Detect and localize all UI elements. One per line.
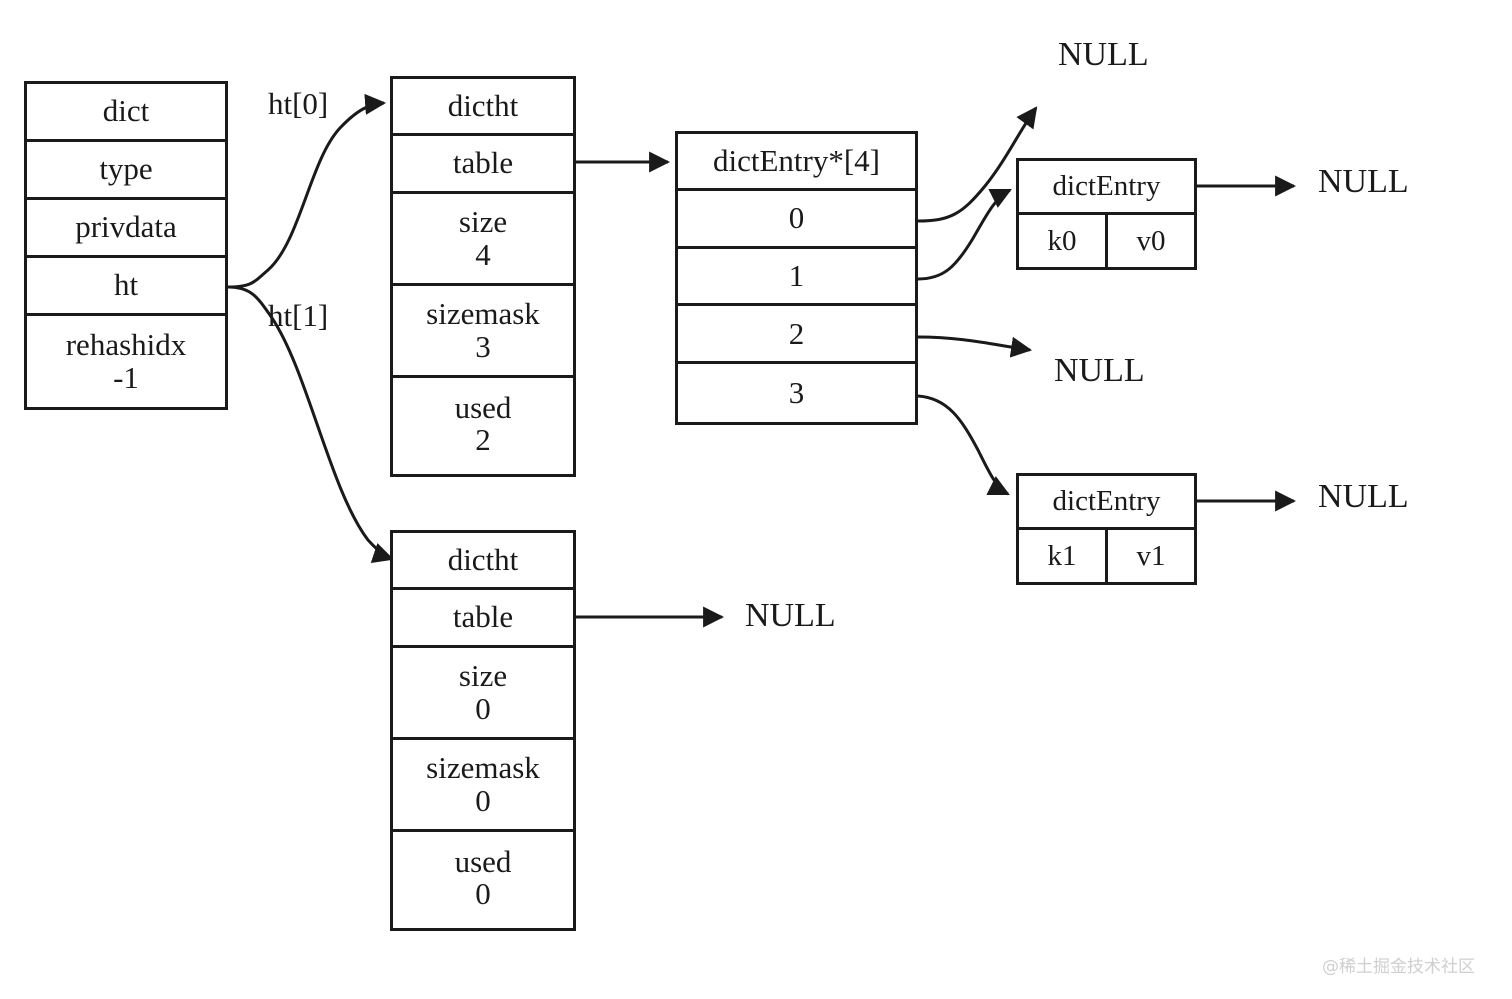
dictht1-box: dictht table size 0 sizemask 0 used 0 — [390, 530, 576, 931]
dict-field-rehashidx-value: -1 — [113, 359, 139, 395]
dictentry-1-title: dictEntry — [1052, 485, 1161, 517]
edge-slot3-to-entry1 — [917, 394, 1010, 496]
dictentry-0-value: v0 — [1136, 224, 1166, 257]
null-label-entry1-next: NULL — [1318, 478, 1409, 515]
null-label-slot2: NULL — [1054, 352, 1145, 389]
bucket-slot-3-label: 3 — [788, 374, 805, 410]
dictht0-used-value: 2 — [475, 422, 491, 457]
dict-field-privdata-label: privdata — [75, 209, 177, 245]
dictht0-used-label: used — [454, 389, 512, 425]
dictht0-box: dictht table size 4 sizemask 3 used 2 — [390, 76, 576, 477]
dictht1-title-row: dictht — [393, 533, 573, 590]
dictht1-size-value: 0 — [475, 690, 491, 726]
dictht0-size-label: size — [458, 204, 508, 240]
dictht1-used-label: used — [454, 843, 512, 879]
dictentry-node-0: dictEntry k0 v0 — [1016, 158, 1197, 270]
dict-field-type: type — [27, 142, 225, 200]
dictentry-0-key-cell: k0 — [1019, 215, 1108, 267]
dictentry-0-title: dictEntry — [1052, 170, 1161, 202]
bucket-slot-2-label: 2 — [788, 315, 805, 351]
dictht1-field-size: size 0 — [393, 648, 573, 740]
dictht1-table-label: table — [452, 599, 514, 635]
null-label-dictht1-table: NULL — [745, 597, 836, 634]
dictentry-0-kv-row: k0 v0 — [1019, 215, 1194, 267]
dictht0-table-label: table — [452, 145, 514, 181]
dict-field-ht: ht — [27, 258, 225, 316]
dictentry-1-value-cell: v1 — [1108, 530, 1194, 582]
dictentry-node-1: dictEntry k1 v1 — [1016, 473, 1197, 585]
dictht1-field-sizemask: sizemask 0 — [393, 740, 573, 832]
dict-field-type-label: type — [99, 151, 153, 187]
edge-label-ht1: ht[1] — [268, 298, 329, 333]
null-label-slot0: NULL — [1058, 36, 1149, 73]
dict-field-rehashidx-label: rehashidx — [65, 327, 187, 363]
dictentry-0-key: k0 — [1047, 224, 1077, 257]
bucket-slot-3: 3 — [678, 364, 915, 422]
bucket-slot-2: 2 — [678, 306, 915, 365]
dictht1-sizemask-value: 0 — [475, 782, 491, 818]
dictentry-1-key-cell: k1 — [1019, 530, 1108, 582]
null-label-entry0-next: NULL — [1318, 163, 1409, 200]
dictht0-field-size: size 4 — [393, 194, 573, 286]
bucket-array-header: dictEntry*[4] — [712, 142, 880, 178]
bucket-array-box: dictEntry*[4] 0 1 2 3 — [675, 131, 918, 425]
dictht1-field-used: used 0 — [393, 832, 573, 924]
dict-field-rehashidx: rehashidx -1 — [27, 316, 225, 407]
dict-field-privdata: privdata — [27, 200, 225, 258]
bucket-array-header-row: dictEntry*[4] — [678, 134, 915, 191]
dict-title-row: dict — [27, 84, 225, 142]
dictht1-title: dictht — [447, 541, 519, 577]
dictentry-1-title-row: dictEntry — [1019, 476, 1194, 530]
bucket-slot-0: 0 — [678, 191, 915, 249]
bucket-slot-0-label: 0 — [788, 200, 805, 236]
dictentry-1-value: v1 — [1136, 539, 1166, 572]
dictentry-1-key: k1 — [1047, 539, 1077, 572]
dict-field-ht-label: ht — [113, 267, 139, 303]
dictentry-0-title-row: dictEntry — [1019, 161, 1194, 215]
dictht0-field-used: used 2 — [393, 378, 573, 470]
dictht0-title: dictht — [447, 87, 519, 123]
dict-struct-box: dict type privdata ht rehashidx -1 — [24, 81, 228, 410]
edge-slot2-to-null — [917, 335, 1033, 358]
dictentry-0-value-cell: v0 — [1108, 215, 1194, 267]
dictentry-1-kv-row: k1 v1 — [1019, 530, 1194, 582]
dictht0-field-table: table — [393, 136, 573, 194]
bucket-slot-1-label: 1 — [788, 257, 805, 293]
dictht0-title-row: dictht — [393, 79, 573, 136]
dictht0-size-value: 4 — [475, 236, 491, 272]
edge-label-ht0: ht[0] — [268, 86, 329, 121]
dictht1-size-label: size — [458, 658, 508, 694]
dictht0-sizemask-label: sizemask — [426, 296, 540, 332]
dictht0-sizemask-value: 3 — [475, 328, 491, 364]
edge-ht-to-dictht0 — [227, 93, 387, 289]
dictht1-sizemask-label: sizemask — [426, 750, 540, 786]
dictht0-field-sizemask: sizemask 3 — [393, 286, 573, 378]
watermark: @稀土掘金技术社区 — [1322, 957, 1475, 977]
dict-title: dict — [102, 93, 150, 129]
dictht1-field-table: table — [393, 590, 573, 648]
bucket-slot-1: 1 — [678, 249, 915, 307]
dictht1-used-value: 0 — [475, 876, 491, 911]
edge-slot1-to-entry0 — [917, 188, 1012, 281]
